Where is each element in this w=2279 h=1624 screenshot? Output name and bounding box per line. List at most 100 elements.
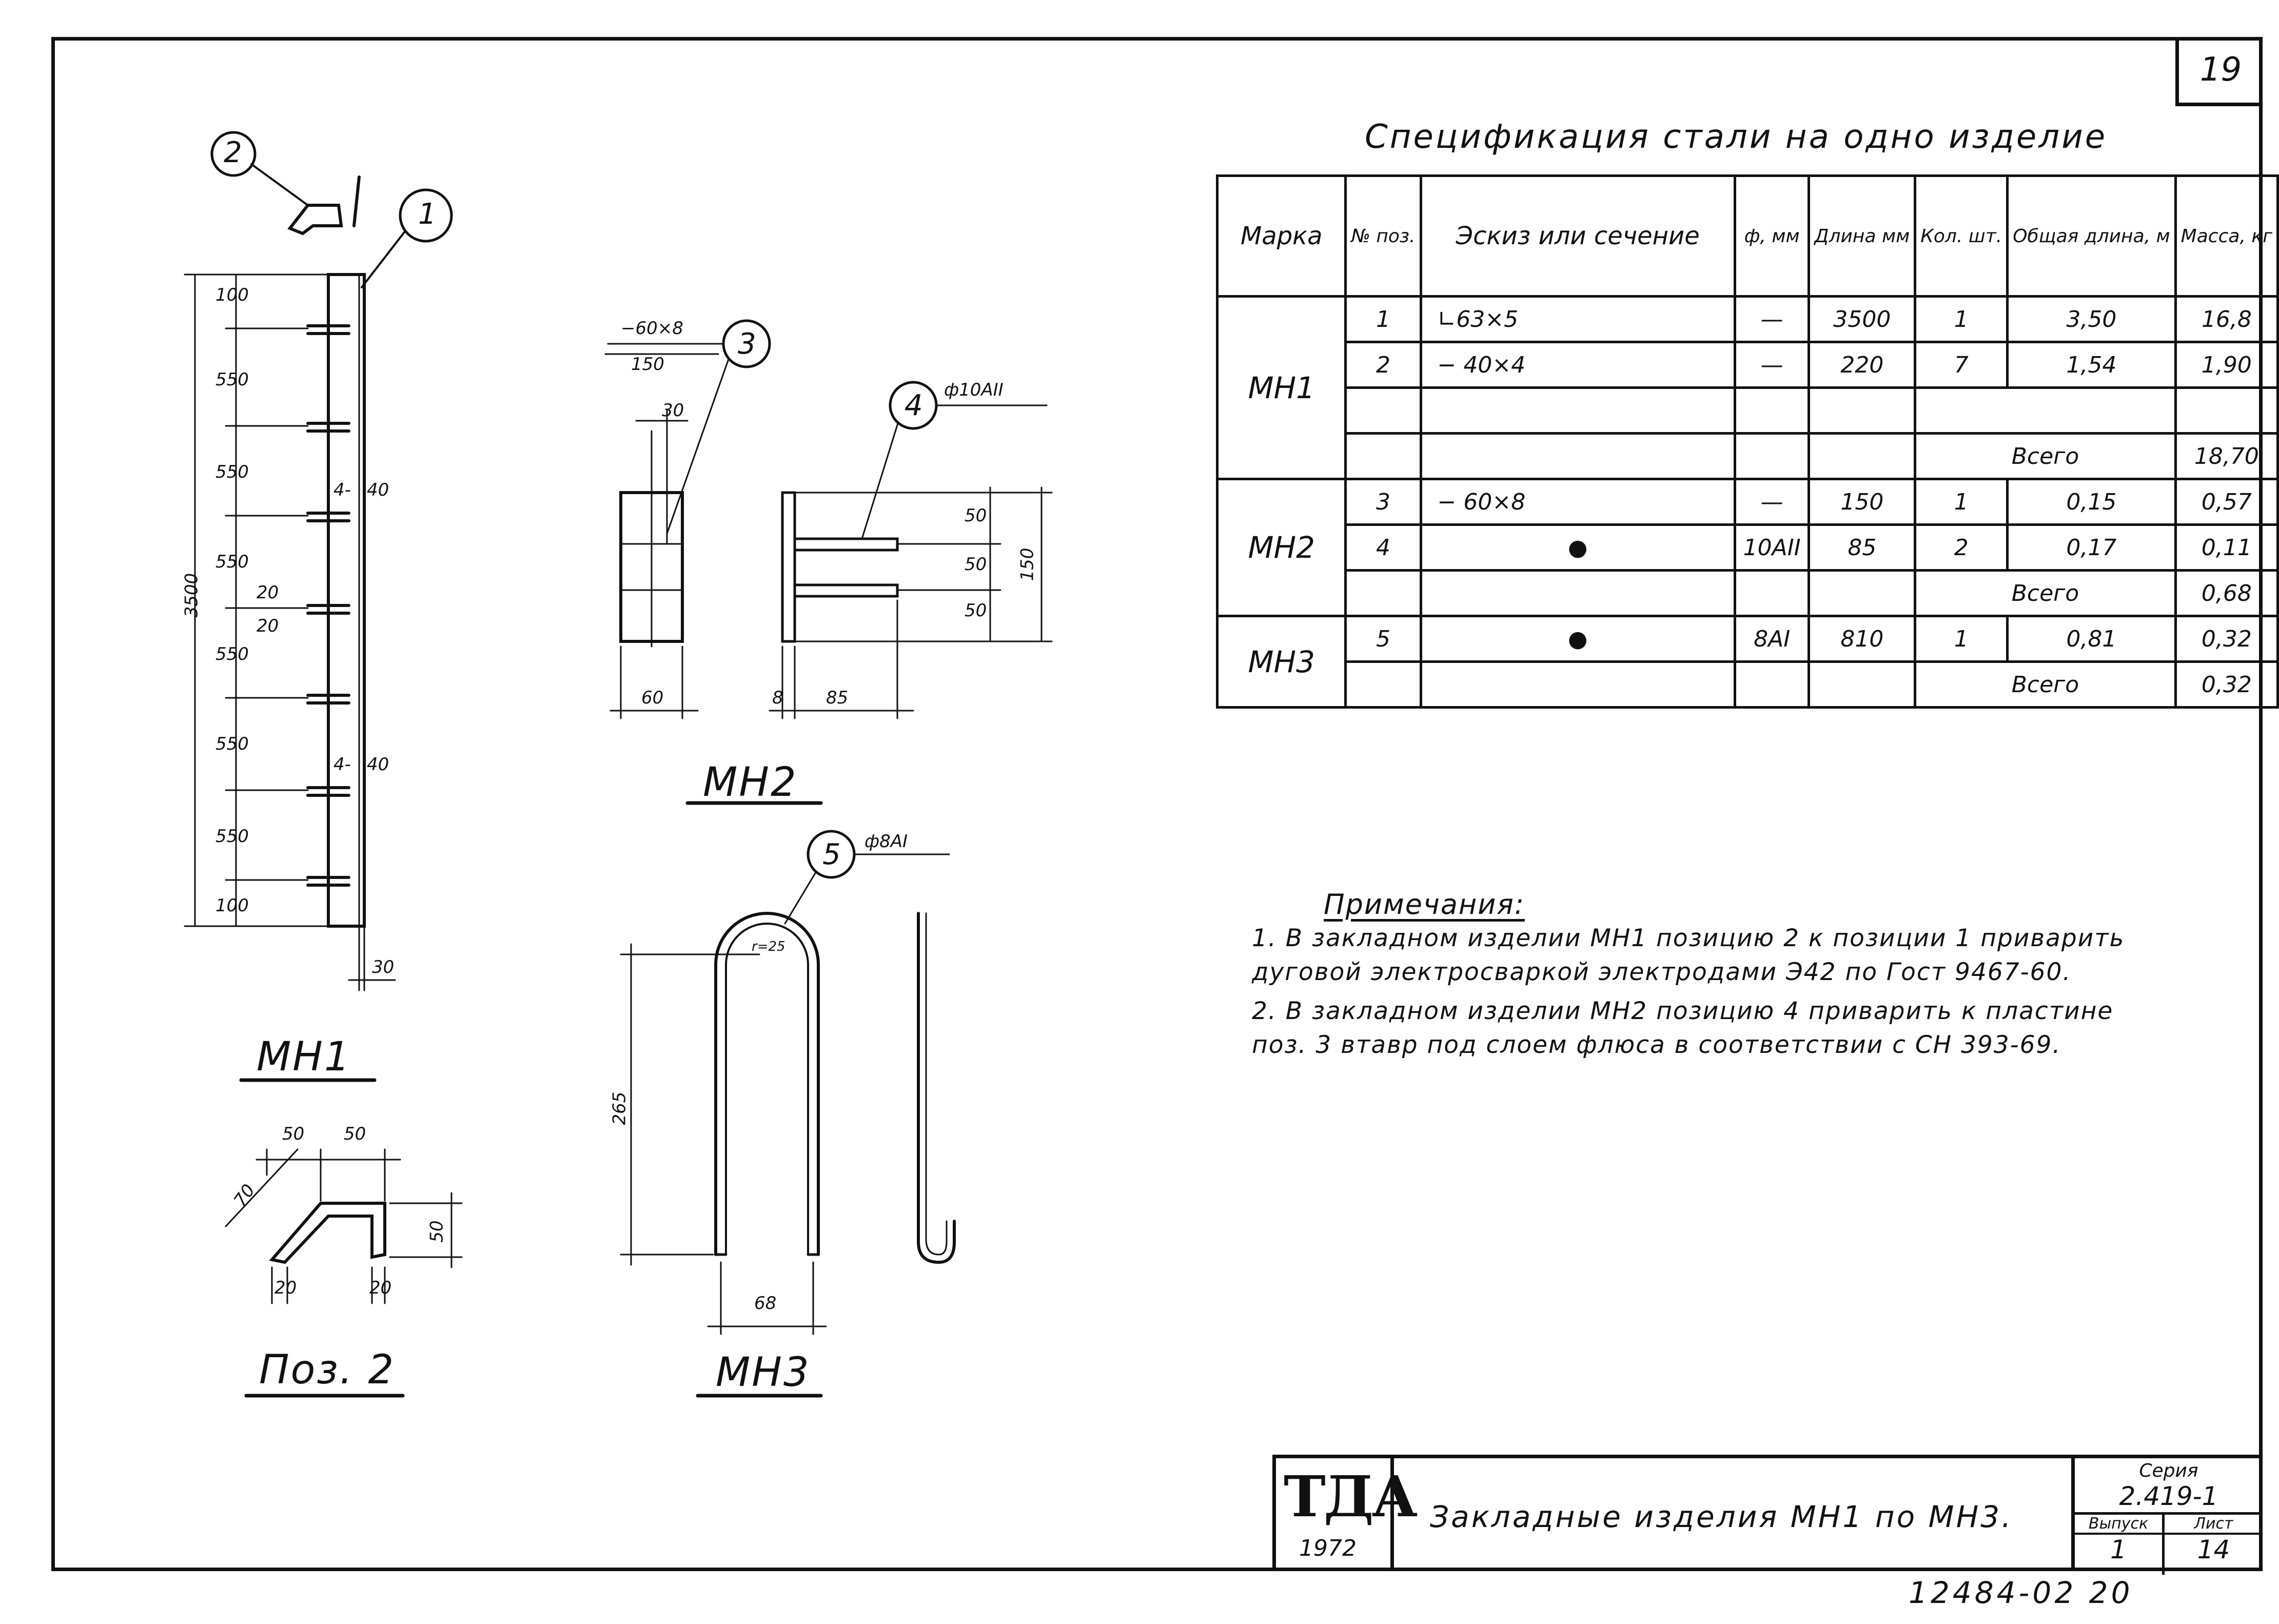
- mark-cell: МН1: [1215, 295, 1347, 480]
- plate-length: 150: [631, 354, 664, 375]
- bottom-dim: 30: [372, 957, 395, 977]
- logo-text: ТДА: [1284, 1463, 1418, 1530]
- table-row: 4 ● 10АII 85 2 0,17 0,11: [1217, 523, 2279, 572]
- col-dia: ф, мм: [1733, 174, 1811, 298]
- cell-dia: 10АII: [1733, 523, 1811, 572]
- cell-length: 85: [1808, 523, 1917, 572]
- cell-total: 1,54: [2006, 341, 2177, 389]
- series-value: 2.419-1: [2119, 1481, 2218, 1511]
- dim-20: 20: [274, 1278, 297, 1298]
- cell-total: 0,81: [2006, 615, 2177, 663]
- cell-pos: 1: [1344, 295, 1422, 343]
- callout-4: 4: [905, 389, 923, 422]
- cell-dia: —: [1733, 478, 1811, 526]
- total-label: Всего: [1914, 432, 2177, 480]
- dim-50: 50: [965, 505, 987, 526]
- cell-mass: 16,8: [2174, 295, 2279, 343]
- rod-spec: ф8АI: [865, 831, 908, 852]
- notes-title: Примечания:: [1324, 888, 1525, 921]
- mark-cell: МН3: [1215, 615, 1347, 709]
- cell-mass: 0,57: [2174, 478, 2279, 526]
- cell-qty: 1: [1914, 295, 2009, 343]
- dim-265: 265: [609, 1091, 630, 1125]
- notes: Примечания: 1. В закладном изделии МН1 п…: [1252, 888, 2175, 1062]
- mn1-dim: 100: [215, 895, 249, 916]
- table-row: [1217, 386, 2279, 435]
- spec-table: Марка № поз. Эскиз или сечение ф, мм Дли…: [1215, 174, 2279, 709]
- dim-50: 50: [965, 600, 987, 621]
- cell-sketch: ∟63×5: [1419, 295, 1736, 343]
- sheet-cell: Лист 14: [2165, 1515, 2263, 1575]
- logo-year: 1972: [1299, 1535, 1357, 1561]
- cell-dia: 8АI: [1733, 615, 1811, 663]
- cell-total: 0,17: [2006, 523, 2177, 572]
- dim-68: 68: [754, 1293, 777, 1314]
- total-mass: 18,70: [2174, 432, 2279, 480]
- cell-total: 3,50: [2006, 295, 2177, 343]
- dim-30: 30: [662, 400, 684, 421]
- sheet-label: Лист: [2165, 1515, 2263, 1535]
- title-block: ТДА 1972 Закладные изделия МН1 по МН3. С…: [1272, 1455, 2263, 1575]
- cell-length: 3500: [1808, 295, 1917, 343]
- col-sketch: Эскиз или сечение: [1419, 174, 1736, 298]
- mn1-dim: 550: [215, 734, 249, 754]
- cell-pos: 2: [1344, 341, 1422, 389]
- total-row: Всего 0,68: [1217, 569, 2279, 617]
- weld-length: 40: [367, 754, 389, 775]
- dim-20: 20: [369, 1278, 392, 1298]
- cell-total: 0,15: [2006, 478, 2177, 526]
- col-pos: № поз.: [1344, 174, 1422, 298]
- rod-spec: ф10АII: [944, 380, 1004, 400]
- total-mass: 0,68: [2174, 569, 2279, 617]
- table-row: МН2 3 − 60×8 — 150 1 0,15 0,57: [1215, 478, 2279, 617]
- dim-50: 50: [965, 554, 987, 575]
- col-qty: Кол. шт.: [1914, 174, 2009, 298]
- poz2-title: Поз. 2: [259, 1347, 396, 1393]
- cell-dia: —: [1733, 341, 1811, 389]
- mn1-dim: 550: [215, 644, 249, 664]
- total-mass: 0,32: [2174, 660, 2279, 709]
- col-mass: Масса, кг: [2174, 174, 2279, 298]
- cell-qty: 2: [1914, 523, 2009, 572]
- series-label: Серия: [2139, 1460, 2198, 1481]
- series-block: Серия 2.419-1 Выпуск 1 Лист 14: [2071, 1458, 2263, 1575]
- mn1-dim: 550: [215, 552, 249, 572]
- sheet-value: 14: [2197, 1535, 2230, 1564]
- col-mark: Марка: [1215, 174, 1347, 298]
- plate-section: −60×8: [621, 318, 683, 339]
- mn1-drawing: [184, 131, 453, 991]
- cell-mass: 0,11: [2174, 523, 2279, 572]
- mn1-dim: 550: [215, 462, 249, 482]
- issue-value: 1: [2110, 1535, 2127, 1564]
- spec-header-row: Марка № поз. Эскиз или сечение ф, мм Дли…: [1215, 174, 2279, 298]
- gap-dim: 20: [257, 582, 279, 603]
- total-label: Всего: [1914, 660, 2177, 709]
- dim-50: 50: [344, 1124, 366, 1144]
- mn1-dim: 550: [215, 369, 249, 390]
- callout-2: 2: [224, 136, 242, 169]
- cell-mass: 1,90: [2174, 341, 2279, 389]
- mn3-drawing: [620, 830, 956, 1335]
- gap-dim: 20: [257, 616, 279, 636]
- issue-label: Выпуск: [2075, 1515, 2162, 1535]
- cell-qty: 1: [1914, 478, 2009, 526]
- note-item: 2. В закладном изделии МН2 позицию 4 при…: [1252, 997, 2114, 1059]
- mn2-title: МН2: [703, 759, 798, 806]
- dim-50: 50: [426, 1220, 447, 1243]
- mn1-dim: 550: [215, 826, 249, 847]
- table-row: 2 − 40×4 — 220 7 1,54 1,90: [1217, 341, 2279, 389]
- weld-length: 40: [367, 480, 389, 500]
- cell-length: 150: [1808, 478, 1917, 526]
- callout-3: 3: [738, 327, 756, 361]
- mark-cell: МН2: [1215, 478, 1347, 617]
- table-row: МН3 5 ● 8АI 810 1 0,81 0,32: [1215, 615, 2279, 709]
- cell-pos: 3: [1344, 478, 1422, 526]
- cell-pos: 4: [1344, 523, 1422, 572]
- dim-8: 8: [772, 688, 783, 708]
- col-length: Длина мм: [1808, 174, 1917, 298]
- cell-mass: 0,32: [2174, 615, 2279, 663]
- cell-length: 810: [1808, 615, 1917, 663]
- cell-dia: —: [1733, 295, 1811, 343]
- bend-radius: r=25: [752, 939, 785, 954]
